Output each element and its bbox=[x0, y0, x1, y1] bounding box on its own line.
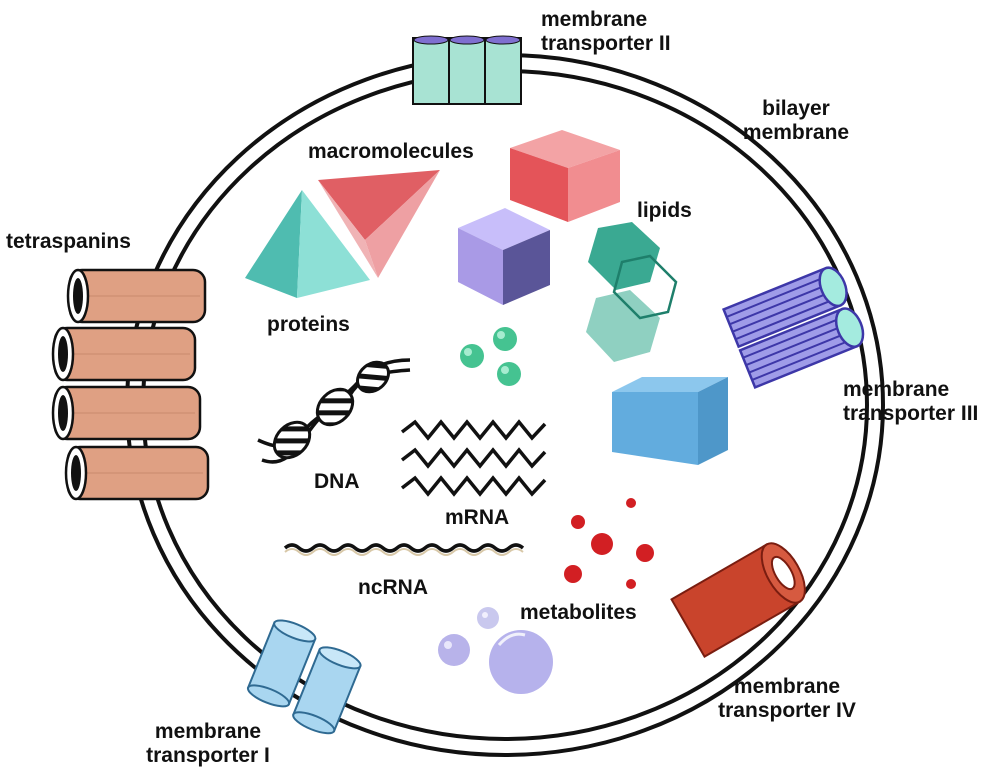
label-line: membrane bbox=[733, 675, 841, 698]
label-membrane-transporter-2: membrane transporter II bbox=[541, 8, 671, 56]
label-line: transporter III bbox=[843, 402, 979, 425]
label-line: membrane bbox=[742, 121, 850, 144]
label-bilayer-membrane: bilayer membrane bbox=[741, 97, 851, 145]
membrane-transporter-4 bbox=[670, 542, 806, 658]
label-proteins: proteins bbox=[267, 313, 350, 336]
label-mrna: mRNA bbox=[445, 506, 510, 529]
label-macromolecules: macromolecules bbox=[308, 140, 474, 163]
label-line: transporter IV bbox=[718, 699, 856, 722]
tetraspanins-cluster bbox=[51, 268, 210, 501]
purple-cube bbox=[458, 208, 550, 305]
membrane-transporter-1 bbox=[246, 619, 362, 735]
macromolecule-red-cube bbox=[510, 130, 620, 222]
dna-helix bbox=[257, 358, 411, 464]
label-membrane-transporter-4: membrane transporter IV bbox=[703, 675, 871, 723]
mrna-zigzags bbox=[400, 419, 547, 497]
metabolite-dots bbox=[564, 498, 654, 589]
lipid-hexagons bbox=[586, 222, 678, 362]
membrane-transporter-2 bbox=[412, 35, 522, 105]
protein-pyramid bbox=[245, 190, 370, 298]
label-membrane-transporter-3: membrane transporter III bbox=[843, 378, 978, 426]
membrane-transporter-3 bbox=[721, 266, 865, 389]
ncrna-strand bbox=[283, 543, 525, 556]
label-line: membrane bbox=[843, 378, 950, 401]
label-line: bilayer bbox=[762, 97, 830, 120]
label-metabolites: metabolites bbox=[520, 601, 637, 624]
label-line: membrane bbox=[154, 720, 262, 743]
label-ncrna: ncRNA bbox=[358, 576, 429, 599]
label-line: membrane bbox=[541, 8, 648, 31]
label-tetraspanins: tetraspanins bbox=[6, 230, 131, 253]
label-membrane-transporter-1: membrane transporter I bbox=[133, 720, 283, 768]
label-line: transporter II bbox=[541, 32, 671, 55]
label-lipids: lipids bbox=[637, 199, 692, 222]
blue-box bbox=[612, 377, 728, 465]
metabolite-vesicles bbox=[438, 607, 553, 694]
macromolecule-inverted-pyramid bbox=[318, 170, 440, 278]
label-dna: DNA bbox=[314, 470, 360, 493]
label-line: transporter I bbox=[146, 744, 270, 767]
green-spheres bbox=[460, 327, 521, 386]
